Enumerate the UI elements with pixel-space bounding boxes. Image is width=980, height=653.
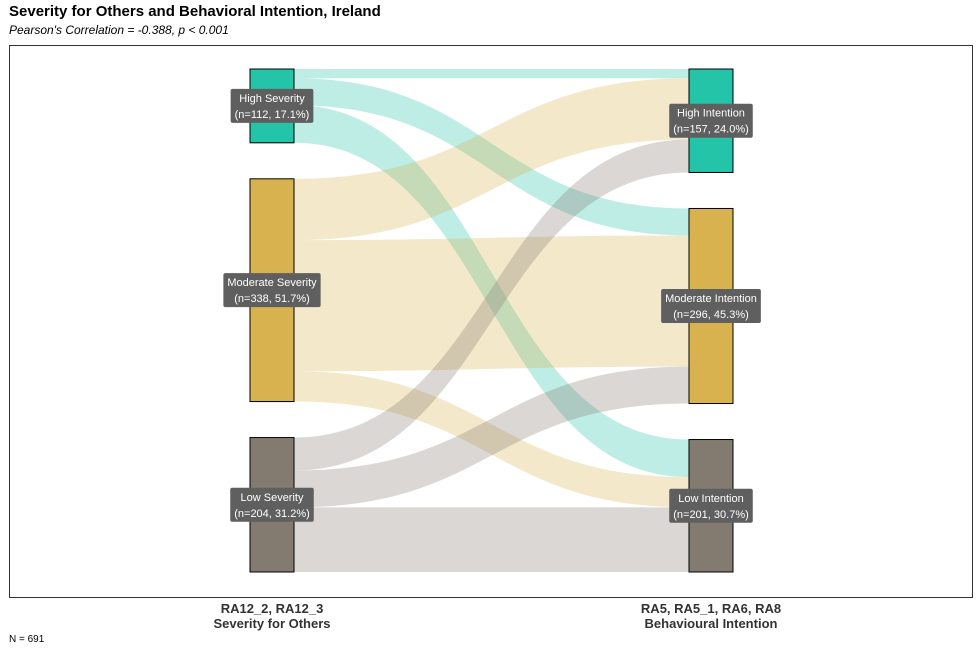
left-node-label-box [223,273,321,308]
right-axis-label: RA5, RA5_1, RA6, RA8 Behavioural Intenti… [581,601,841,631]
sample-size-caption: N = 691 [9,634,45,645]
left-node-count: (n=338, 51.7%) [234,293,310,305]
right-node-count: (n=296, 45.3%) [673,309,749,321]
left-node-name: Low Severity [241,492,304,504]
right-axis-line1: RA5, RA5_1, RA6, RA8 [640,601,782,616]
chart-title: Severity for Others and Behavioral Inten… [9,3,381,20]
right-node-label-high: High Intention (n=157, 24.0%) [669,103,753,138]
left-axis-label: RA12_2, RA12_3 Severity for Others [142,601,402,631]
right-node-label-box [669,103,753,138]
right-node-label-moderate: Moderate Intention (n=296, 45.3%) [661,289,761,324]
flow-low-to-low [294,507,689,572]
flow-moderate-to-low [294,371,689,508]
flows-layer [294,69,689,572]
left-node-count: (n=112, 17.1%) [235,109,310,121]
right-node-count: (n=157, 24.0%) [673,124,749,136]
plot-border [9,45,973,598]
flow-low-to-moderate [294,366,689,508]
right-node-label-box [661,289,761,324]
left-axis-line2: Severity for Others [213,616,331,631]
right-axis-line2: Behavioural Intention [644,616,778,631]
flow-moderate-to-moderate [294,235,689,372]
flow-high-to-low [294,105,689,478]
left-node-name: High Severity [239,93,305,105]
left-node-label-box [230,487,314,522]
right-node-name: Low Intention [678,493,743,505]
chart-subtitle: Pearson's Correlation = -0.388, p < 0.00… [9,23,229,37]
flow-high-to-moderate [294,78,689,236]
left-node-label-box [230,88,314,123]
left-axis-line1: RA12_2, RA12_3 [220,601,324,616]
left-node-label-moderate: Moderate Severity (n=338, 51.7%) [223,273,321,308]
left-node-name: Moderate Severity [227,277,317,289]
left-node-label-low: Low Severity (n=204, 31.2%) [230,487,314,522]
right-node-count: (n=201, 30.7%) [673,509,749,521]
right-node-name: Moderate Intention [665,293,757,305]
flow-moderate-to-high [294,78,689,241]
left-node-label-high: High Severity (n=112, 17.1%) [230,88,314,123]
flow-low-to-high [294,139,689,471]
right-node-label-low: Low Intention (n=201, 30.7%) [669,488,753,523]
right-node-label-box [669,488,753,523]
labels-layer: High Severity (n=112, 17.1%) Moderate Seve… [223,88,761,523]
left-node-count: (n=204, 31.2%) [234,508,310,520]
flow-high-to-high [294,69,689,79]
right-node-name: High Intention [677,108,745,120]
